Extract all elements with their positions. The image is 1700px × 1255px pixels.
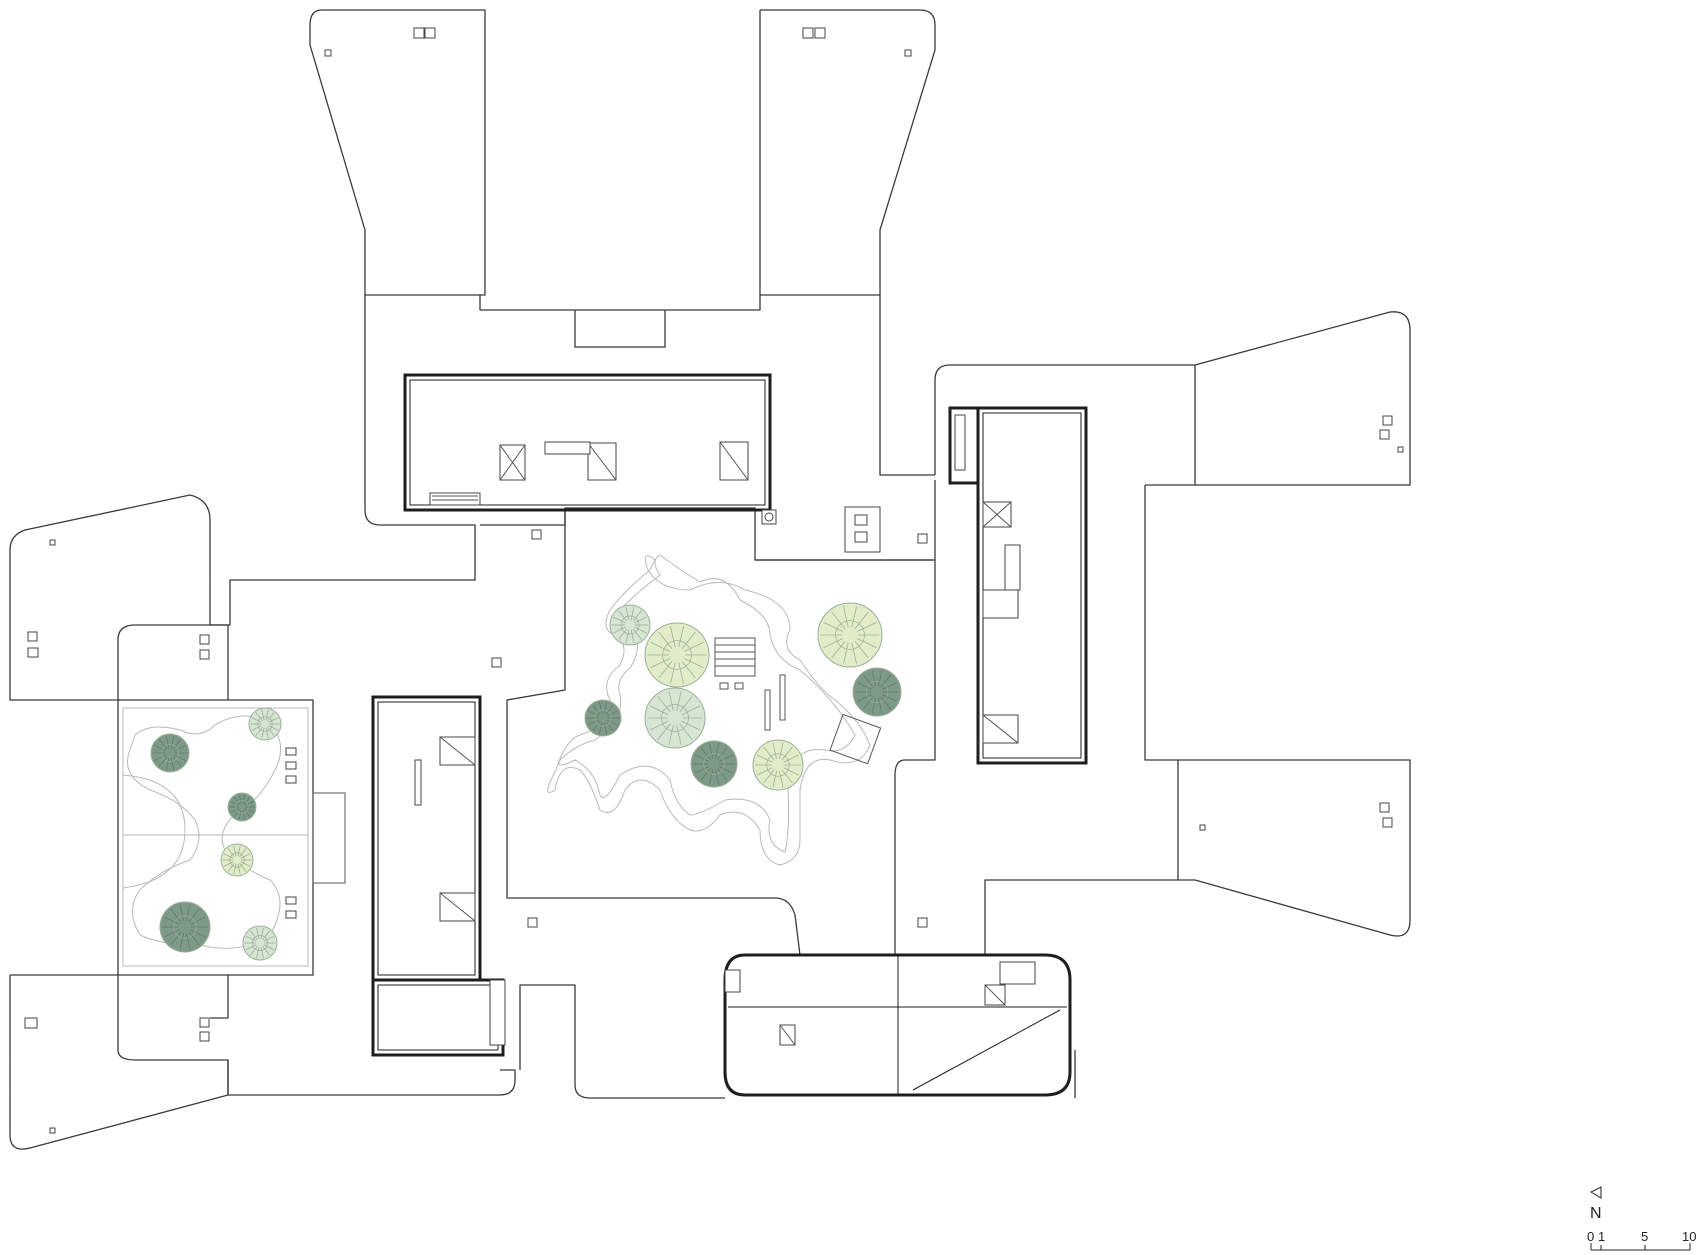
room-east (948, 406, 1088, 765)
tree-icon (150, 733, 190, 773)
tree-icon (690, 740, 738, 788)
north-label: N (1590, 1205, 1602, 1222)
tree-icon (242, 925, 278, 961)
tree-icon (584, 699, 622, 737)
tree-icon (644, 622, 710, 688)
tree-icon (609, 604, 651, 646)
room-south (723, 953, 1072, 1097)
wing-east-upper (934, 311, 1411, 486)
wing-east-lower (984, 759, 1411, 955)
wing-west-upper (9, 494, 191, 701)
tree-icon (644, 687, 706, 749)
wing-north-west (189, 9, 486, 626)
north-arrow-icon (1589, 1186, 1602, 1199)
wing-west-lower (9, 974, 229, 1150)
central-courtyard-outline (506, 508, 801, 956)
tree-icon (852, 667, 902, 717)
fixtures (24, 27, 1404, 1134)
wing-north-east (760, 9, 936, 476)
tree-icon (227, 792, 257, 822)
scale-bar: 0 1 5 10 (1587, 1229, 1696, 1251)
scale-label-1: 1 (1598, 1229, 1605, 1244)
building-outline (9, 9, 1411, 1150)
tree-icon (817, 602, 883, 668)
scale-label-5: 5 (1641, 1229, 1648, 1244)
west-garden (122, 707, 309, 967)
tree-icon (248, 707, 282, 741)
trees (150, 602, 902, 961)
scale-label-0: 0 (1587, 1229, 1594, 1244)
north-arrow: N (1589, 1186, 1602, 1222)
room-west (371, 695, 506, 1057)
room-north (403, 373, 772, 512)
tree-icon (159, 901, 211, 953)
tree-icon (220, 843, 254, 877)
scale-label-10: 10 (1682, 1229, 1696, 1244)
tree-icon (752, 739, 804, 791)
